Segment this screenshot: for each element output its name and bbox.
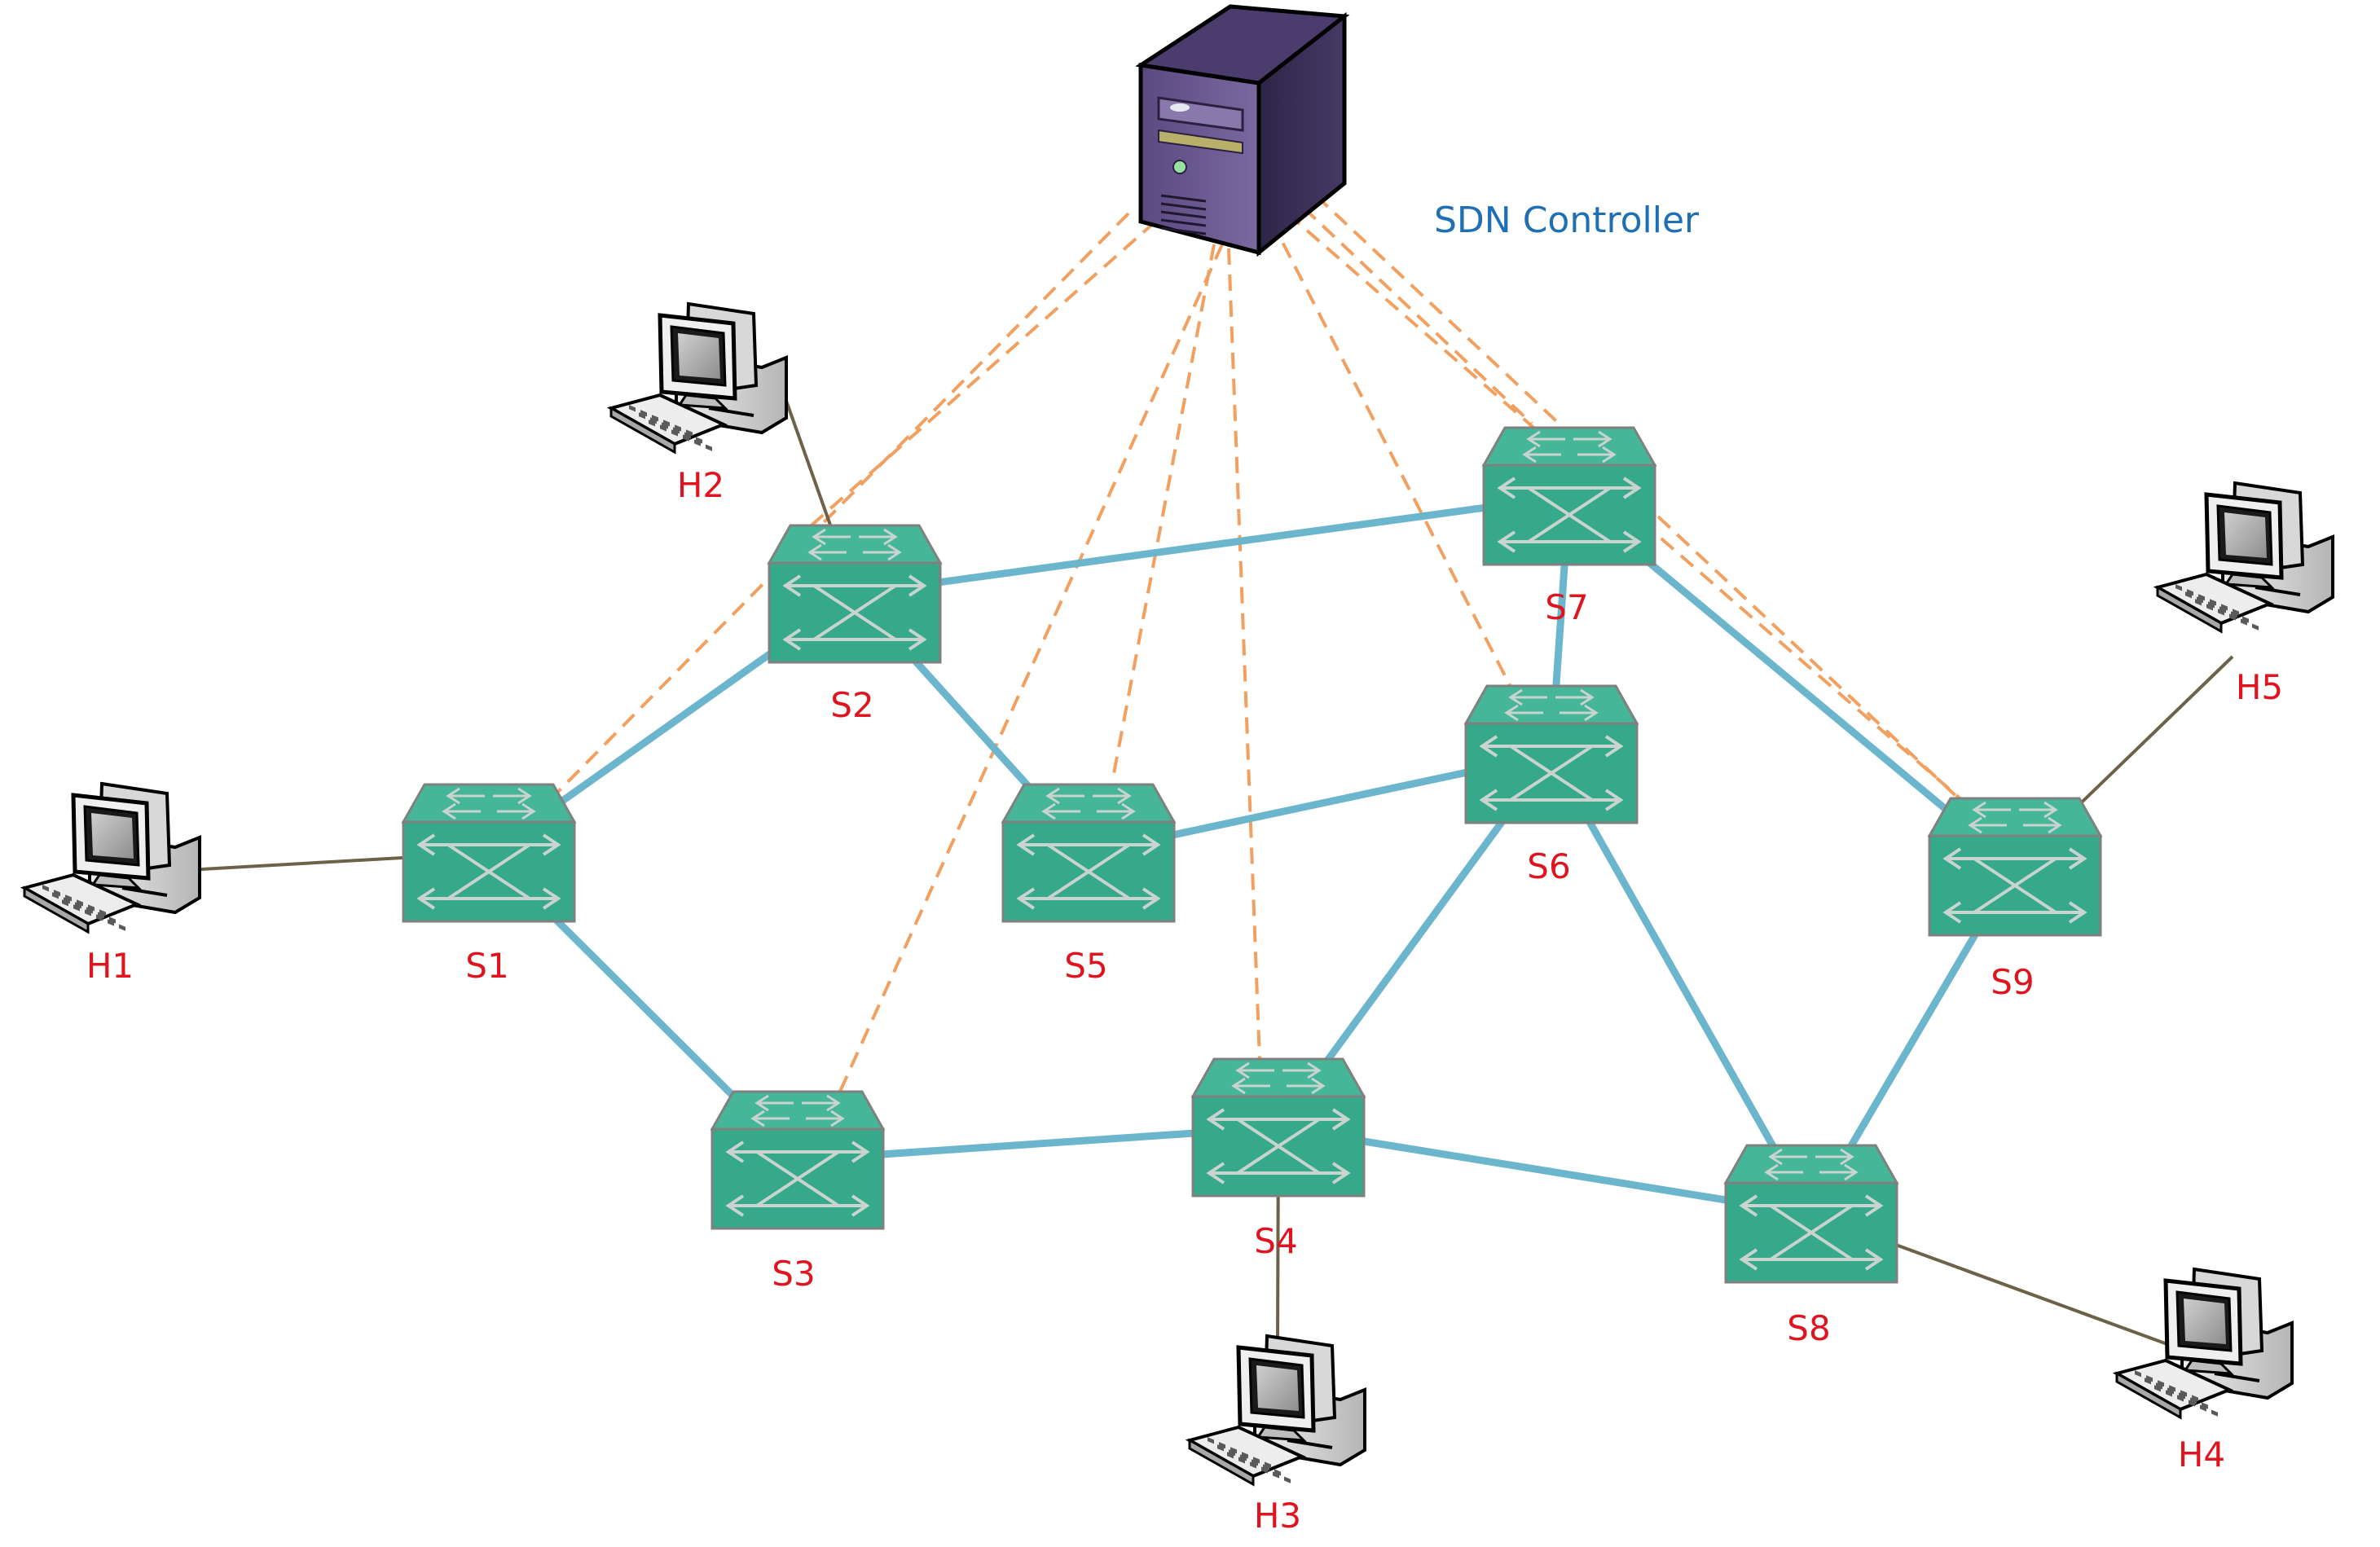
desktop-computer-icon [2112, 1267, 2294, 1420]
nodes-layer [20, 4, 2334, 1487]
control-link-s5 [1111, 244, 1216, 779]
switch-label-s6: S6 [1527, 846, 1570, 886]
host-label-h1: H1 [86, 946, 134, 986]
host-label-h3: H3 [1254, 1496, 1301, 1536]
network-switch-icon [1927, 797, 2103, 937]
switch-s4[interactable] [1190, 1057, 1366, 1198]
host-h3[interactable] [1185, 1334, 1366, 1487]
network-switch-icon [1463, 684, 1639, 824]
switch-s8[interactable] [1723, 1144, 1899, 1284]
host-h4[interactable] [2112, 1267, 2294, 1420]
host-h1[interactable] [20, 781, 201, 934]
control-link-s4 [1227, 248, 1261, 1061]
switch-label-s2: S2 [830, 685, 873, 725]
control-link-s3 [838, 244, 1224, 1094]
controller-label: SDN Controller [1434, 200, 1700, 241]
host-label-h2: H2 [677, 465, 724, 505]
switch-s7[interactable] [1481, 426, 1657, 566]
desktop-computer-icon [606, 301, 788, 455]
switch-s5[interactable] [1001, 783, 1177, 923]
switch-s3[interactable] [710, 1090, 886, 1230]
switch-label-s8: S8 [1787, 1308, 1830, 1348]
host-label-h4: H4 [2178, 1435, 2225, 1474]
desktop-computer-icon [1185, 1334, 1366, 1487]
control-link-s1 [546, 212, 1130, 804]
switch-label-s1: S1 [465, 946, 508, 986]
network-switch-icon [1001, 783, 1177, 923]
switch-label-s9: S9 [1991, 962, 2034, 1002]
control-link-s7 [1302, 206, 1533, 425]
link-s4-s8 [1274, 1123, 1815, 1218]
switch-s1[interactable] [401, 783, 577, 923]
host-h5[interactable] [2153, 481, 2334, 634]
control-link-s2 [805, 220, 1157, 531]
link-s2-s7 [851, 492, 1573, 598]
network-switch-icon [401, 783, 577, 923]
host-h2[interactable] [606, 301, 788, 455]
host-label-h5: H5 [2236, 667, 2283, 707]
desktop-computer-icon [20, 781, 201, 934]
network-switch-icon [710, 1090, 886, 1230]
switch-label-s7: S7 [1545, 587, 1588, 627]
network-switch-icon [1481, 426, 1657, 566]
network-switch-icon [1723, 1144, 1899, 1284]
switch-label-s3: S3 [772, 1254, 815, 1294]
switch-label-s5: S5 [1064, 946, 1107, 986]
desktop-computer-icon [2153, 481, 2334, 634]
control-links-layer [546, 194, 1990, 1094]
switch-label-s4: S4 [1254, 1221, 1297, 1261]
sdn-controller[interactable] [1135, 4, 1350, 257]
switch-s6[interactable] [1463, 684, 1639, 824]
control-link-s6 [1269, 219, 1513, 689]
network-switch-icon [1190, 1057, 1366, 1198]
link-s6-s8 [1547, 750, 1815, 1218]
network-switch-icon [767, 524, 943, 664]
server-tower-icon [1135, 4, 1350, 257]
switch-s2[interactable] [767, 524, 943, 664]
switch-s9[interactable] [1927, 797, 2103, 937]
